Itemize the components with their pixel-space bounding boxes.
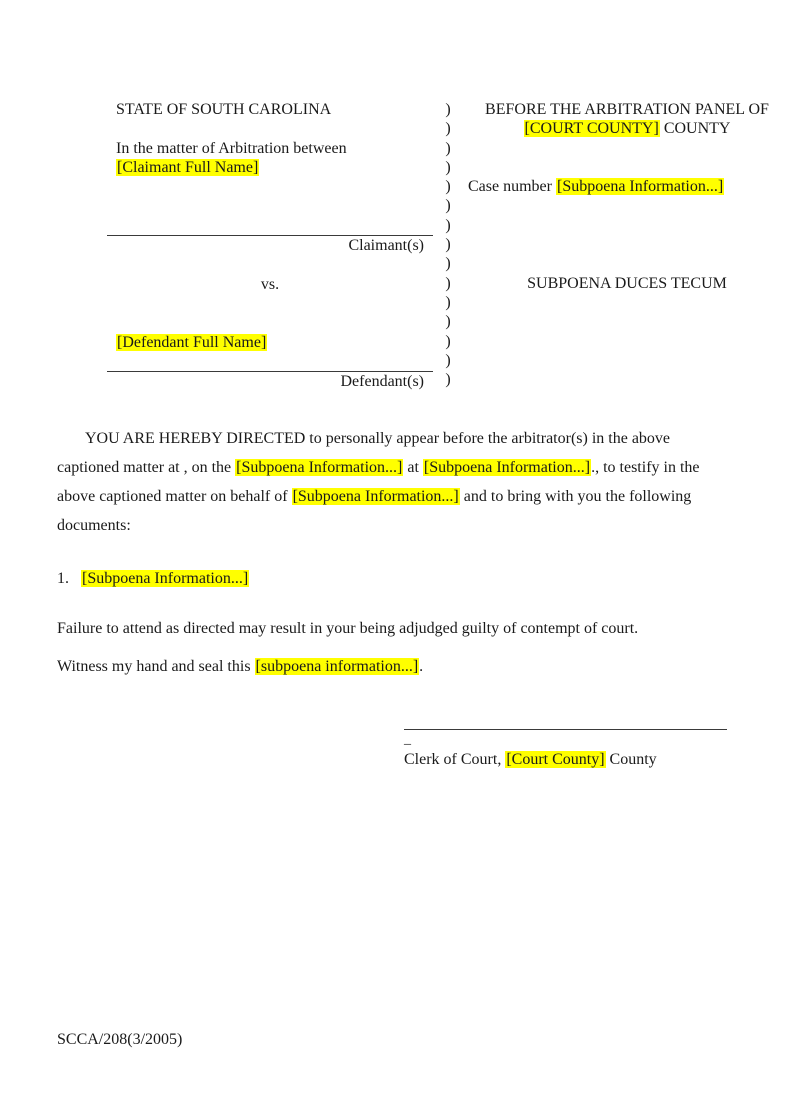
seal-date-field[interactable]: [subpoena information...] bbox=[254, 658, 420, 675]
blank-row bbox=[463, 235, 791, 254]
blank-row bbox=[463, 139, 791, 158]
blank-row bbox=[463, 216, 791, 235]
document-title: SUBPOENA DUCES TECUM bbox=[527, 274, 727, 292]
caption-divider-paren: ) bbox=[445, 274, 451, 292]
caption-divider-paren: ) bbox=[445, 197, 451, 215]
blank-row bbox=[463, 351, 791, 370]
case-number-line: Case number [Subpoena Information...] bbox=[463, 177, 791, 196]
defendant-name-row: [Defendant Full Name] bbox=[107, 333, 433, 352]
caption-divider-paren: ) bbox=[445, 120, 451, 138]
clerk-title-line: Clerk of Court, [Court County] County bbox=[404, 751, 657, 769]
clerk-prefix: Clerk of Court, bbox=[404, 751, 506, 768]
matter-line: In the matter of Arbitration between bbox=[116, 139, 347, 157]
directive-paragraph: YOU ARE HEREBY DIRECTED to personally ap… bbox=[57, 424, 725, 540]
blank-row bbox=[107, 313, 433, 332]
blank-row bbox=[107, 196, 433, 215]
caption-divider-paren: ) bbox=[445, 351, 451, 369]
caption-left-column: STATE OF SOUTH CAROLINA In the matter of… bbox=[107, 100, 433, 391]
caption-divider-paren: ) bbox=[445, 371, 451, 389]
document-list-item: 1. [Subpoena Information...] bbox=[57, 570, 250, 588]
directive-seg4: and to bring with you the following docu… bbox=[57, 488, 692, 534]
vs-label: vs. bbox=[260, 275, 280, 293]
subpoena-party-field[interactable]: [Subpoena Information...] bbox=[291, 488, 460, 505]
claimant-signature-line bbox=[107, 216, 433, 237]
blank-row bbox=[463, 370, 791, 389]
panel-line: BEFORE THE ARBITRATION PANEL OF bbox=[485, 101, 769, 118]
caption-divider-paren: ) bbox=[445, 313, 451, 331]
claimant-name-row: [Claimant Full Name] bbox=[107, 158, 433, 177]
defendant-name-field[interactable]: [Defendant Full Name] bbox=[116, 333, 268, 351]
blank-row bbox=[107, 294, 433, 313]
blank-row bbox=[463, 196, 791, 215]
caption-divider-paren: ) bbox=[445, 236, 451, 254]
list-item-number: 1. bbox=[57, 570, 69, 587]
failure-notice: Failure to attend as directed may result… bbox=[57, 620, 639, 637]
caption-divider-paren: ) bbox=[445, 332, 451, 350]
caption-divider-paren: ) bbox=[445, 139, 451, 157]
blank-row bbox=[107, 177, 433, 196]
claimant-name-field[interactable]: [Claimant Full Name] bbox=[116, 158, 260, 176]
blank-row bbox=[463, 312, 791, 331]
blank-row bbox=[107, 119, 433, 138]
county-line: [COURT COUNTY] COUNTY bbox=[463, 119, 791, 138]
defendant-label: Defendant(s) bbox=[340, 373, 424, 391]
witness-line: Witness my hand and seal this [subpoena … bbox=[57, 658, 423, 676]
claimant-label: Claimant(s) bbox=[348, 237, 424, 255]
caption-divider-paren: ) bbox=[445, 216, 451, 234]
stray-underscore-mark: _ bbox=[404, 732, 411, 747]
blank-row bbox=[463, 158, 791, 177]
blank-row bbox=[107, 255, 433, 274]
state-line: STATE OF SOUTH CAROLINA bbox=[116, 101, 332, 118]
case-number-label: Case number bbox=[468, 178, 556, 196]
case-number-field[interactable]: [Subpoena Information...] bbox=[555, 178, 725, 196]
defendant-signature-line bbox=[107, 352, 433, 373]
county-suffix: COUNTY bbox=[659, 120, 731, 138]
caption-divider-paren: ) bbox=[445, 101, 451, 118]
caption-divider-column: ) ) ) ) ) ) ) ) ) ) ) ) ) ) ) bbox=[433, 100, 463, 391]
directive-seg3: ., to testify in the above captioned mat… bbox=[57, 459, 700, 505]
clerk-county-field[interactable]: [Court County] bbox=[505, 751, 606, 768]
form-number: SCCA/208(3/2005) bbox=[57, 1031, 183, 1048]
caption-divider-paren: ) bbox=[445, 158, 451, 176]
subpoena-time-field[interactable]: [Subpoena Information...] bbox=[422, 459, 592, 476]
witness-prefix: Witness my hand and seal this bbox=[57, 658, 255, 675]
caption-right-column: BEFORE THE ARBITRATION PANEL OF [COURT C… bbox=[463, 100, 791, 391]
witness-suffix: . bbox=[419, 658, 424, 675]
blank-row bbox=[463, 332, 791, 351]
case-caption: STATE OF SOUTH CAROLINA In the matter of… bbox=[107, 100, 791, 391]
clerk-signature-line bbox=[404, 729, 727, 730]
caption-divider-paren: ) bbox=[445, 293, 451, 311]
subpoena-date-field[interactable]: [Subpoena Information...] bbox=[235, 459, 404, 476]
directive-seg1: YOU ARE HEREBY DIRECTED to personally ap… bbox=[57, 430, 671, 476]
caption-divider-paren: ) bbox=[445, 255, 451, 273]
directive-seg2: at bbox=[403, 459, 423, 476]
court-county-field[interactable]: [COURT COUNTY] bbox=[523, 120, 660, 138]
document-description-field[interactable]: [Subpoena Information...] bbox=[81, 570, 250, 587]
blank-row bbox=[463, 293, 791, 312]
blank-row bbox=[463, 254, 791, 273]
clerk-suffix: County bbox=[605, 751, 657, 768]
caption-divider-paren: ) bbox=[445, 178, 451, 196]
